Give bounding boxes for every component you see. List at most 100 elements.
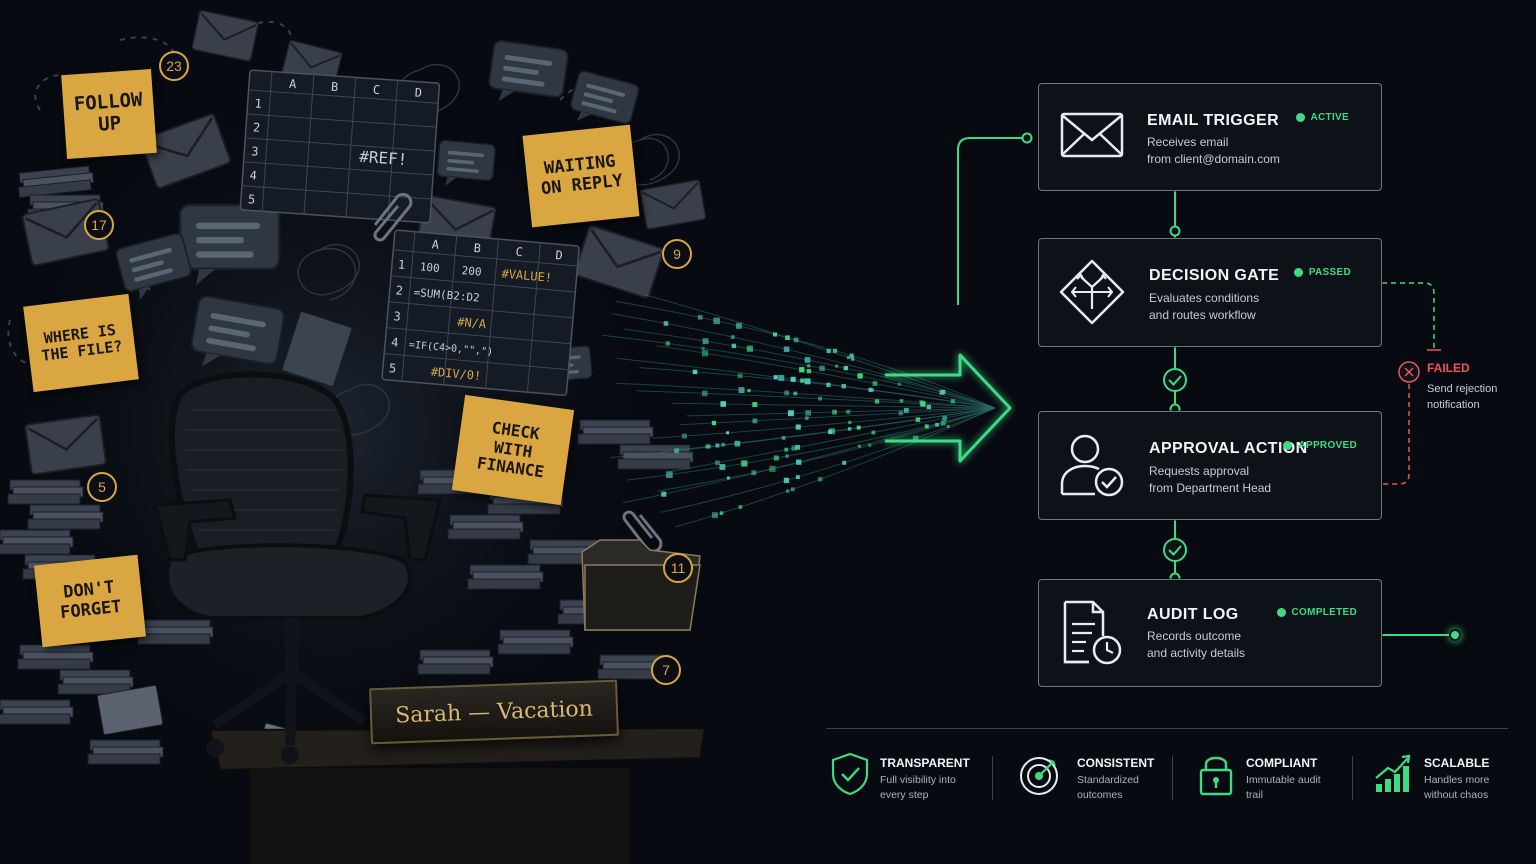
stream-particle — [800, 378, 805, 383]
stream-particle — [795, 445, 801, 450]
stream-particle — [784, 447, 789, 452]
stream-particle — [868, 387, 873, 392]
stream-line — [616, 382, 996, 409]
stream-particle — [726, 431, 730, 435]
stream-particle — [752, 402, 758, 407]
stream-particle — [851, 357, 855, 361]
stream-particle — [697, 315, 703, 320]
step-desc: Receives email from client@domain.com — [1147, 135, 1280, 166]
sheet2-row-4: 4 — [391, 335, 399, 350]
stream-line — [636, 390, 996, 409]
status-dot — [1276, 608, 1286, 617]
sheet2-row-5: 5 — [388, 361, 396, 376]
stream-particle — [818, 477, 823, 482]
stream-particles — [661, 315, 955, 519]
failed-desc: Send rejection notification — [1427, 383, 1498, 411]
stream-particle — [807, 364, 811, 368]
padlock-icon — [1199, 756, 1233, 796]
stream-particle — [741, 460, 748, 467]
stream-particle — [720, 401, 726, 407]
stream-particle — [702, 338, 709, 345]
stream-particle — [935, 422, 939, 427]
stream-particle — [737, 373, 743, 379]
growth-chart-icon — [1375, 754, 1411, 792]
stream-particle — [805, 410, 811, 416]
stream-particle — [682, 433, 687, 439]
failed-label: FAILED — [1427, 361, 1470, 375]
sheet2-col-c: C — [515, 245, 523, 260]
stream-particle — [701, 346, 705, 350]
step-title: EMAIL TRIGGER — [1147, 112, 1280, 129]
stream-particle — [826, 382, 831, 387]
stream-particle — [752, 418, 758, 424]
stream-particle — [924, 424, 929, 429]
stream-particle — [913, 435, 919, 442]
stream-particle — [856, 425, 861, 430]
sheet2-col-b: B — [473, 241, 481, 256]
stream-particle — [751, 470, 757, 476]
stream-particle — [747, 389, 751, 393]
feature-title: COMPLIANT — [1246, 756, 1318, 770]
count-badge: 9 — [662, 239, 692, 269]
stream-particle — [666, 471, 673, 478]
stream-particle — [711, 420, 717, 426]
stream-line — [602, 334, 996, 409]
stream-particle — [726, 476, 730, 480]
stream-particle — [715, 460, 720, 466]
stream-particle — [841, 384, 846, 389]
stream-particle — [773, 332, 778, 337]
sheet1-row-5: 5 — [247, 192, 255, 206]
exit-node — [1449, 629, 1461, 641]
envelope-icon — [1060, 112, 1124, 158]
feature-separator — [1172, 756, 1173, 800]
stream-particle — [848, 420, 852, 425]
sheet1-col-c: C — [372, 83, 380, 97]
stream-particle — [926, 404, 931, 410]
step-title: DECISION GATE — [1149, 267, 1280, 284]
stream-particle — [940, 420, 946, 426]
stream-particle — [833, 348, 838, 353]
stream-particle — [769, 465, 776, 472]
stream-particle — [778, 374, 785, 381]
stream-line — [686, 407, 996, 417]
stream-particle — [712, 512, 718, 519]
step-approval-action: APPROVAL ACTION Requests approval from D… — [1038, 411, 1382, 520]
stream-particle — [734, 440, 741, 447]
step-desc: Requests approval from Department Head — [1149, 464, 1272, 495]
stream-particle — [784, 390, 789, 396]
stream-line — [615, 300, 996, 409]
stream-particle — [950, 399, 955, 404]
stream-particle — [899, 399, 904, 403]
stream-particle — [783, 346, 790, 353]
stream-particle — [791, 445, 797, 451]
check-mark — [1168, 545, 1182, 556]
sheet2-col-d: D — [555, 248, 563, 263]
status-dot — [1293, 268, 1303, 277]
stream-line — [672, 402, 996, 409]
stream-particle — [904, 407, 909, 413]
stream-line — [624, 328, 996, 409]
check-mark — [1168, 375, 1182, 386]
sheet2-row-3: 3 — [393, 309, 401, 324]
stream-line — [656, 345, 996, 409]
feature-desc: Immutable audit trail — [1246, 774, 1321, 801]
stream-particle — [804, 357, 811, 363]
step-desc: Evaluates conditions and routes workflow — [1149, 291, 1260, 322]
stream-particle — [793, 391, 798, 396]
stream-particle — [920, 401, 926, 407]
status-badge: APPROVED — [1283, 440, 1357, 451]
stream-particle — [818, 396, 822, 401]
stream-particle — [719, 464, 726, 470]
stream-particle — [826, 348, 831, 354]
stream-particle — [735, 322, 742, 329]
stream-particle — [897, 382, 901, 386]
stream-particle — [731, 343, 737, 349]
feature-desc: Full visibility into every step — [880, 774, 956, 801]
stream-particle — [942, 415, 948, 421]
stream-particle — [738, 387, 745, 394]
stream-line — [644, 294, 996, 409]
stream-particle — [804, 378, 811, 385]
feature-title: TRANSPARENT — [880, 756, 970, 770]
